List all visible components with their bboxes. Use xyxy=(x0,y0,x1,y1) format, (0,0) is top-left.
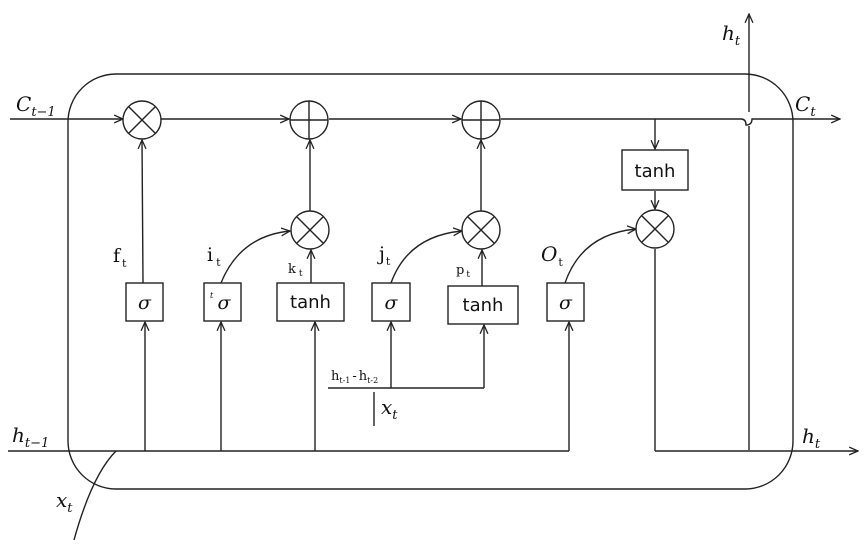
c-next-label: Ct xyxy=(795,92,816,120)
c-prev-label: Ct−1 xyxy=(16,92,56,120)
j-gate-label: jt xyxy=(377,243,391,268)
i-curve xyxy=(221,231,290,283)
sigma-f-label: σ xyxy=(138,292,152,314)
p-gate-label: pt xyxy=(456,263,470,280)
x-input-curve xyxy=(74,451,116,540)
o-curve xyxy=(565,229,636,283)
cell-boundary xyxy=(68,74,793,489)
x-mid-label: xt xyxy=(381,395,398,423)
tanh-k-label: tanh xyxy=(290,292,331,313)
c-next-line xyxy=(501,119,840,125)
x-input-label: xt xyxy=(56,488,73,516)
add-op-1 xyxy=(290,101,328,139)
mult-jp-op xyxy=(462,211,500,249)
o-gate-label: Ot xyxy=(541,242,563,269)
j-curve xyxy=(391,231,462,283)
k-gate-label: kt xyxy=(288,262,303,279)
h-prev-label: ht−1 xyxy=(12,423,49,451)
i-gate-label: it xyxy=(207,244,221,269)
add-op-2 xyxy=(462,101,500,139)
h-out-label: ht xyxy=(802,424,821,452)
mult-ik-op xyxy=(291,211,329,249)
tanh-p-label: tanh xyxy=(463,295,504,316)
f-output xyxy=(142,140,143,283)
h-top-label: ht xyxy=(722,21,741,49)
mult-forget-op xyxy=(123,101,161,139)
diff-label: ht-1-ht-2 xyxy=(331,369,378,385)
f-gate-label: ft xyxy=(113,245,127,270)
mult-output-op xyxy=(636,210,674,248)
sigma-j-label: σ xyxy=(385,292,399,314)
sigma-i-label: σ xyxy=(218,292,232,314)
tanh-c-label: tanh xyxy=(635,161,676,182)
sigma-o-label: σ xyxy=(559,292,573,314)
